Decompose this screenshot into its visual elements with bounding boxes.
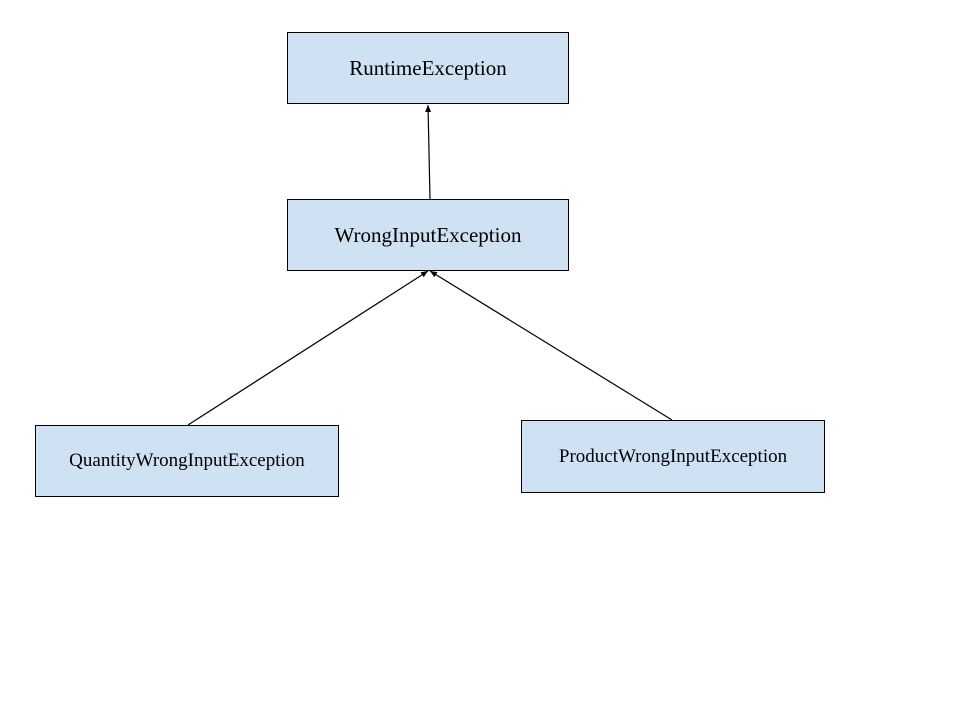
node-runtime-exception: RuntimeException xyxy=(287,32,569,104)
node-label: ProductWrongInputException xyxy=(558,445,788,467)
edge-quantity-to-wrong xyxy=(187,270,429,426)
node-label: RuntimeException xyxy=(349,55,507,80)
node-label: WrongInputException xyxy=(334,222,522,247)
edge-wrong-to-runtime xyxy=(425,104,432,200)
node-label: QuantityWrongInputException xyxy=(69,450,305,471)
node-wrong-input-exception: WrongInputException xyxy=(287,199,569,271)
node-quantity-wrong-input-exception: QuantityWrongInputException xyxy=(35,425,339,497)
edge-product-to-wrong xyxy=(429,270,673,421)
node-product-wrong-input-exception: ProductWrongInputException xyxy=(521,420,825,493)
